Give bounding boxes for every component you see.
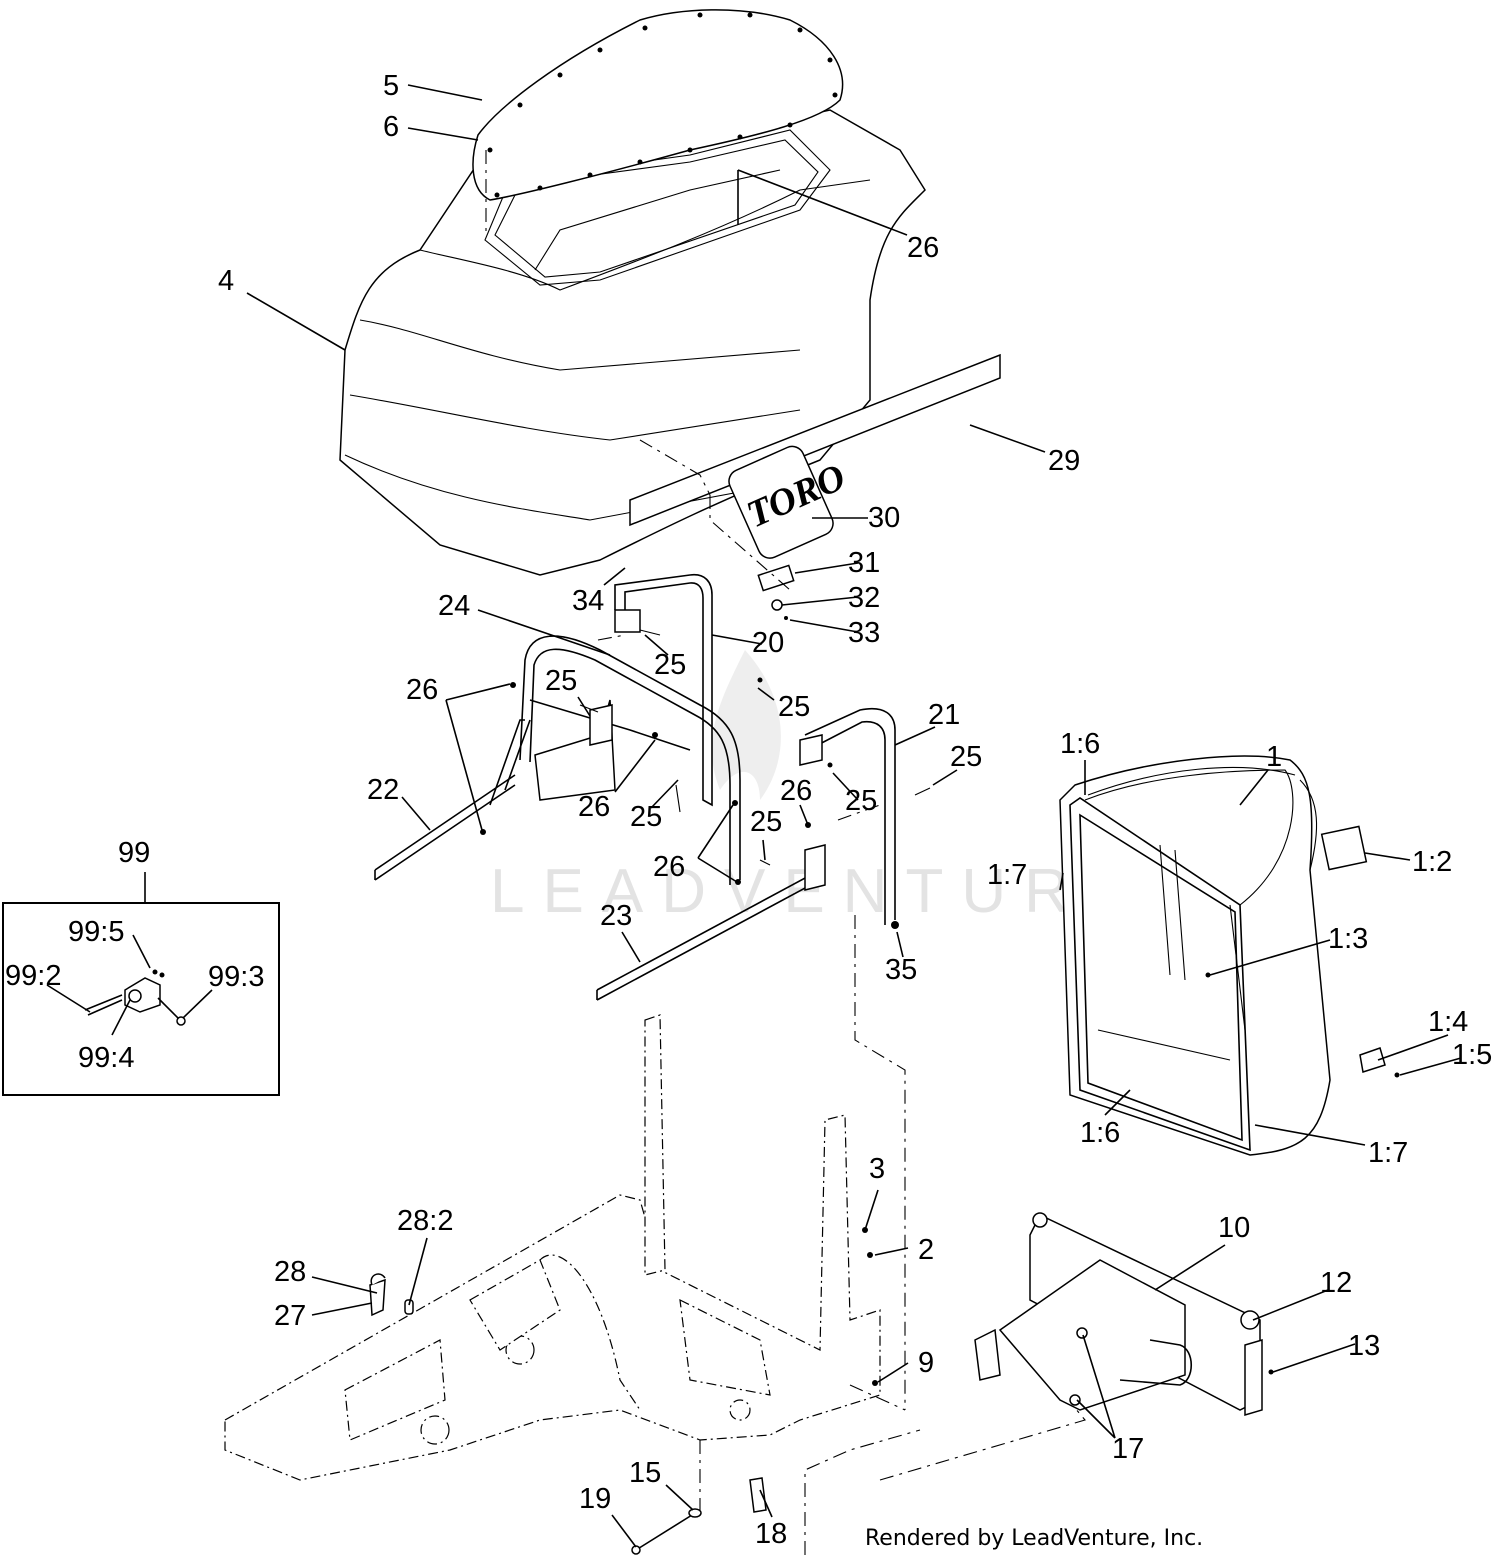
callout-21: 21 [928, 699, 960, 731]
callout-13: 13 [1348, 1330, 1380, 1362]
callout-1-7-right: 1:7 [1368, 1137, 1408, 1169]
nut-part-32 [771, 599, 783, 611]
callout-26-d: 26 [653, 851, 685, 883]
bolts-15-18-19 [631, 1477, 767, 1555]
bracket-part-21 [799, 708, 896, 925]
callout-25-f: 25 [845, 785, 877, 817]
callout-26-hood: 26 [907, 232, 939, 264]
callout-99-2: 99:2 [5, 960, 61, 992]
decal-part-31 [757, 564, 795, 592]
callout-3: 3 [869, 1153, 885, 1185]
callout-31: 31 [848, 547, 880, 579]
callout-20: 20 [752, 627, 784, 659]
callout-26-c: 26 [780, 775, 812, 807]
callout-25-c: 25 [545, 665, 577, 697]
callout-2: 2 [918, 1234, 934, 1266]
screw-part-33 [784, 616, 788, 620]
callout-22: 22 [367, 774, 399, 806]
mount-part-10 [974, 1212, 1274, 1417]
callout-25-a: 25 [654, 649, 686, 681]
callout-15: 15 [629, 1457, 661, 1489]
pin-part-25e [914, 787, 931, 796]
callout-4: 4 [218, 265, 234, 297]
callout-5: 5 [383, 70, 399, 102]
latch-part-27-28 [369, 1273, 414, 1317]
callout-99-5: 99:5 [68, 916, 124, 948]
callout-27: 27 [274, 1300, 306, 1332]
callout-29: 29 [1048, 445, 1080, 477]
callout-32: 32 [848, 582, 880, 614]
callout-10: 10 [1218, 1212, 1250, 1244]
chassis-frame [224, 1014, 881, 1481]
callout-1: 1 [1266, 741, 1282, 773]
callout-1-3: 1:3 [1328, 923, 1368, 955]
callout-34: 34 [572, 585, 604, 617]
pin-part-25d [759, 859, 771, 866]
rail-part-22 [374, 699, 616, 881]
callout-19: 19 [579, 1483, 611, 1515]
callout-28: 28 [274, 1256, 306, 1288]
strip-part-29 [629, 353, 1001, 527]
leader-lines [46, 84, 1462, 1548]
callout-6: 6 [383, 111, 399, 143]
rendered-by-credit: Rendered by LeadVenture, Inc. [865, 1526, 1203, 1551]
callout-1-4: 1:4 [1428, 1006, 1468, 1038]
hood-cover-part-6 [472, 9, 844, 235]
pin-part-25 [639, 629, 661, 636]
callout-1-6-bottom: 1:6 [1080, 1117, 1120, 1149]
callout-25-b: 25 [778, 691, 810, 723]
callout-25-e: 25 [950, 741, 982, 773]
watermark-flame-icon [711, 650, 781, 800]
inset-box-99 [2, 902, 280, 1096]
bracket-part-20 [614, 573, 713, 807]
callout-9: 9 [918, 1347, 934, 1379]
callout-26-a: 26 [406, 674, 438, 706]
arch-part-24 [519, 635, 741, 885]
callout-1-2: 1:2 [1412, 846, 1452, 878]
rail-part-23 [596, 844, 826, 1001]
grass-box-part-1 [1059, 755, 1400, 1156]
callout-25-d: 25 [630, 801, 662, 833]
callout-17: 17 [1112, 1433, 1144, 1465]
callout-12: 12 [1320, 1267, 1352, 1299]
toro-logo-part-30: TORO [728, 445, 852, 559]
callout-labels: 5 6 26 4 29 30 31 32 33 34 24 20 25 25 2… [5, 70, 1492, 1550]
callout-26-b: 26 [578, 791, 610, 823]
callout-1-7-left: 1:7 [987, 859, 1027, 891]
pin-part-25c [675, 784, 681, 813]
callout-24: 24 [438, 590, 470, 622]
callout-99: 99 [118, 837, 150, 869]
callout-99-3: 99:3 [208, 961, 264, 993]
callout-99-4: 99:4 [78, 1042, 134, 1074]
callout-18: 18 [755, 1518, 787, 1550]
callout-1-6-top: 1:6 [1060, 728, 1100, 760]
callout-35: 35 [885, 954, 917, 986]
callout-1-5: 1:5 [1452, 1039, 1492, 1071]
callout-33: 33 [848, 617, 880, 649]
callout-23: 23 [600, 900, 632, 932]
callout-30: 30 [868, 502, 900, 534]
callout-28-2: 28:2 [397, 1205, 453, 1237]
callout-25-g: 25 [750, 806, 782, 838]
